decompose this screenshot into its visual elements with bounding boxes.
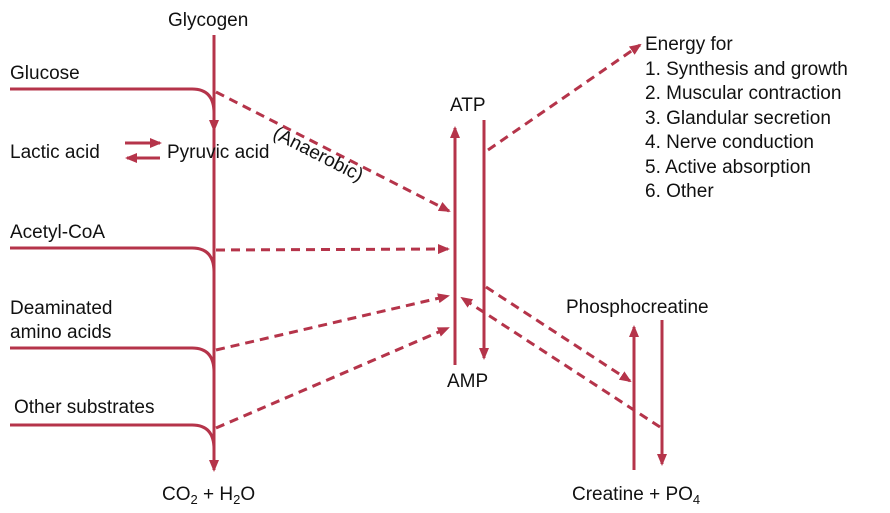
energy-item: 4. Nerve conduction	[645, 132, 814, 153]
amino-acids-dashed-arrow	[215, 293, 450, 352]
other-substrates-label: Other substrates	[14, 397, 155, 418]
phosphocreatine-to-atp-dashed-arrow	[460, 296, 661, 429]
co2-subscript: 2	[190, 492, 198, 507]
acetyl-coa-dashed-arrow	[215, 244, 450, 255]
atp-label: ATP	[450, 95, 486, 116]
lactic-acid-label: Lactic acid	[10, 142, 100, 163]
amp-label: AMP	[447, 371, 489, 392]
other-substrates-feed-line	[10, 423, 216, 450]
energy-item: 1. Synthesis and growth	[645, 58, 848, 80]
energy-list: Energy for 1. Synthesis and growth 2. Mu…	[645, 33, 848, 205]
co2-h2o-label: CO2 + H2O	[162, 484, 255, 506]
h2o-o: O	[240, 484, 256, 505]
creatine-po4-label: Creatine + PO4	[572, 484, 700, 506]
anaerobic-dashed-arrow	[215, 90, 451, 213]
h2o-prefix: + H	[197, 484, 234, 505]
acetyl-coa-feed-line	[10, 246, 216, 273]
acetyl-coa-label: Acetyl-CoA	[10, 222, 106, 243]
amino-acids-label: amino acids	[10, 322, 112, 343]
glycogen-label: Glycogen	[168, 10, 249, 31]
energy-item: 3. Glandular secretion	[645, 107, 831, 129]
deaminated-amino-acids-feed-line	[10, 346, 216, 373]
co2-text: CO	[162, 484, 191, 505]
glucose-label: Glucose	[10, 63, 80, 84]
creatine-text: Creatine + PO	[572, 484, 693, 505]
other-substrates-dashed-arrow	[215, 326, 450, 430]
po4-subscript: 4	[692, 492, 701, 507]
energy-item: 2. Muscular contraction	[645, 83, 842, 104]
energy-item: 6. Other	[645, 181, 714, 202]
deaminated-label: Deaminated	[10, 298, 113, 319]
glucose-feed-line	[10, 87, 216, 114]
energy-output-dashed-arrow	[487, 43, 642, 152]
h2o-subscript: 2	[233, 492, 241, 507]
energy-item: 5. Active absorption	[645, 156, 811, 178]
pyruvic-acid-label: Pyruvic acid	[167, 142, 270, 163]
energy-title: Energy for	[645, 34, 733, 55]
atp-to-phosphocreatine-dashed-arrow	[485, 285, 632, 383]
phosphocreatine-label: Phosphocreatine	[566, 297, 709, 318]
